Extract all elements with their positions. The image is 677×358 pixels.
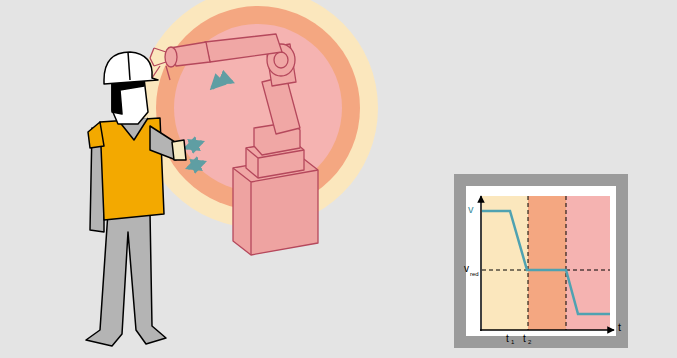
axis-label: v xyxy=(464,264,469,274)
worker-figure xyxy=(86,52,186,346)
axis-label: t xyxy=(523,334,526,344)
motion-arrows xyxy=(186,81,232,168)
speed-graph xyxy=(454,174,628,348)
axis-label: 1 xyxy=(511,339,514,345)
axis-label: 2 xyxy=(528,339,531,345)
axis-label: v xyxy=(468,204,474,215)
robot-arm xyxy=(150,34,318,255)
axis-label: t xyxy=(506,334,509,344)
axis-label: t xyxy=(618,322,621,333)
axis-label: red xyxy=(470,271,479,277)
